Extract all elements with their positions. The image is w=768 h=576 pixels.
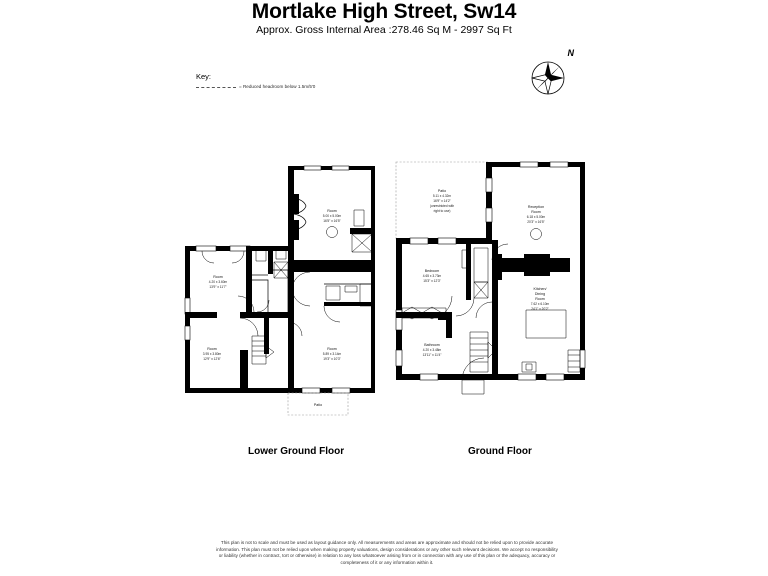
- room-metric: 4.20 x 3.48m: [423, 348, 442, 352]
- room-name3: Room: [535, 297, 545, 301]
- room-label-ground-1: Reception Room 6.18 x 5.00m 20'3" x 16'5…: [527, 205, 546, 240]
- room-label-ground-2: Bedroom 4.65 x 3.73m 15'3" x 12'3": [423, 269, 442, 283]
- room-metric: 5.89 x 3.14m: [323, 352, 342, 356]
- room-label-ground-3: Kitchen/ Dining Room 7.62 x 6.10m 24'1" …: [531, 287, 550, 311]
- room-label-ground-0: Patio 5.11 x 4.32m 16'9" x 14'2" (unrest…: [430, 189, 454, 213]
- room-metric: 7.62 x 6.10m: [531, 302, 550, 306]
- key-legend: Key: = Reduced headroom below 1.5m/5'0: [196, 72, 396, 90]
- room-imperial: 15'3" x 12'3": [423, 279, 440, 283]
- key-title: Key:: [196, 72, 212, 81]
- room-imperial: 24'1" x 20'2": [531, 307, 548, 311]
- ground-floor-plan: Patio 5.11 x 4.32m 16'9" x 14'2" (unrest…: [390, 150, 595, 400]
- room-metric: 3.95 x 3.80m: [203, 352, 222, 356]
- page-title: Mortlake High Street, Sw14: [251, 0, 517, 23]
- page-subtitle: Approx. Gross Internal Area :278.46 Sq M…: [256, 24, 512, 36]
- room-name: Kitchen/: [534, 287, 547, 291]
- disclaimer-text: This plan is not to scale and must be us…: [216, 540, 558, 565]
- room-imperial: 20'3" x 16'5": [527, 220, 544, 224]
- room-imperial: 12'9" x 12'6": [203, 357, 220, 361]
- compass-rose-icon: N: [524, 48, 576, 100]
- floor-caption-lower-ground: Lower Ground Floor: [248, 446, 345, 457]
- room-name: Room: [327, 209, 337, 213]
- room-label-ground-4: Bathroom 4.20 x 3.48m 13'11" x 11'4": [423, 343, 442, 357]
- room-metric: 5.00 x 5.00m: [323, 214, 342, 218]
- key-row: = Reduced headroom below 1.5m/5'0: [196, 84, 396, 90]
- room-imperial: 13'11" x 11'4": [423, 353, 442, 357]
- room-name2: Dining: [535, 292, 545, 296]
- room-name2: Room: [531, 210, 541, 214]
- room-note1: (unrestricted with: [430, 204, 454, 208]
- room-metric: 5.11 x 4.32m: [433, 194, 452, 198]
- floor-caption-ground: Ground Floor: [468, 446, 532, 457]
- room-metric: 4.20 x 3.60m: [209, 280, 228, 284]
- room-imperial: 16'9" x 14'2": [433, 199, 450, 203]
- room-metric: 4.65 x 3.73m: [423, 274, 442, 278]
- room-label-lower-2: Room 3.95 x 3.80m 12'9" x 12'6": [203, 347, 222, 361]
- room-label-lower-1: Room 4.20 x 3.60m 13'9" x 11'7": [209, 275, 228, 289]
- patio-label-lower: Patio: [314, 403, 322, 407]
- room-name: Reception: [528, 205, 544, 209]
- room-note2: right to use): [434, 209, 451, 213]
- room-label-lower-0: Room 5.00 x 5.00m 16'5" x 16'5": [323, 209, 342, 238]
- room-name: Room: [327, 347, 337, 351]
- room-label-lower-3: Room 5.89 x 3.14m 19'3" x 10'3": [323, 347, 342, 361]
- room-imperial: 19'3" x 10'3": [323, 357, 340, 361]
- room-name: Bathroom: [424, 343, 440, 347]
- room-imperial: 13'9" x 11'7": [209, 285, 226, 289]
- room-imperial: 16'5" x 16'5": [323, 219, 340, 223]
- reduced-headroom-dash-icon: [196, 86, 236, 88]
- room-name: Room: [207, 347, 217, 351]
- lower-ground-floor-plan: Room 5.00 x 5.00m 16'5" x 16'5" Room 4.2…: [180, 150, 385, 420]
- room-name: Room: [213, 275, 223, 279]
- key-label: = Reduced headroom below 1.5m/5'0: [239, 84, 316, 89]
- compass-north-label: N: [567, 48, 575, 58]
- room-name: Patio: [438, 189, 446, 193]
- room-name: Bedroom: [425, 269, 440, 273]
- room-metric: 6.18 x 5.00m: [527, 215, 546, 219]
